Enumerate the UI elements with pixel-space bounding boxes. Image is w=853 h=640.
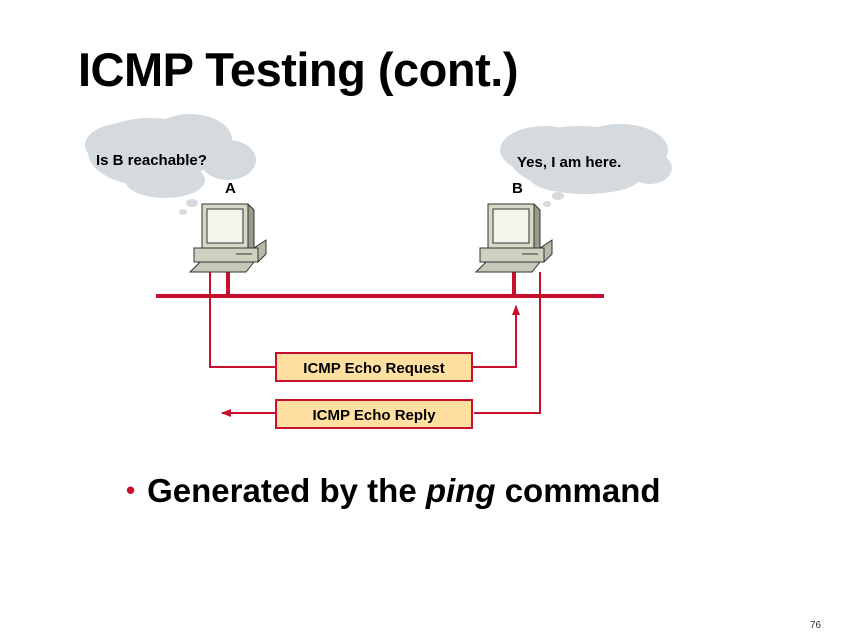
bullet-prefix: Generated by the bbox=[147, 472, 417, 509]
bullet-item: • Generated by the ping command bbox=[126, 472, 661, 510]
bubble-b-text: Yes, I am here. bbox=[517, 154, 621, 171]
host-b-label: B bbox=[512, 180, 523, 197]
bullet-emphasis: ping bbox=[425, 472, 496, 509]
host-a-label: A bbox=[225, 180, 236, 197]
echo-request-path-to-b bbox=[472, 305, 520, 368]
bubble-a-text: Is B reachable? bbox=[96, 152, 207, 169]
slide-number: 76 bbox=[810, 620, 822, 631]
echo-reply-label: ICMP Echo Reply bbox=[312, 407, 436, 424]
slide-title: ICMP Testing (cont.) bbox=[78, 43, 518, 96]
echo-request-box: ICMP Echo Request bbox=[275, 352, 473, 382]
echo-reply-box: ICMP Echo Reply bbox=[275, 399, 473, 429]
thought-bubble-a: Is B reachable? bbox=[85, 114, 256, 215]
bullet-suffix: command bbox=[504, 472, 661, 509]
computer-a-icon bbox=[188, 203, 267, 273]
echo-request-path bbox=[209, 272, 276, 368]
thought-bubble-b: Yes, I am here. bbox=[500, 124, 672, 207]
bullet-marker: • bbox=[126, 475, 136, 505]
echo-reply-path bbox=[474, 272, 541, 414]
computer-b-icon bbox=[474, 203, 553, 273]
echo-request-label: ICMP Echo Request bbox=[303, 360, 444, 377]
